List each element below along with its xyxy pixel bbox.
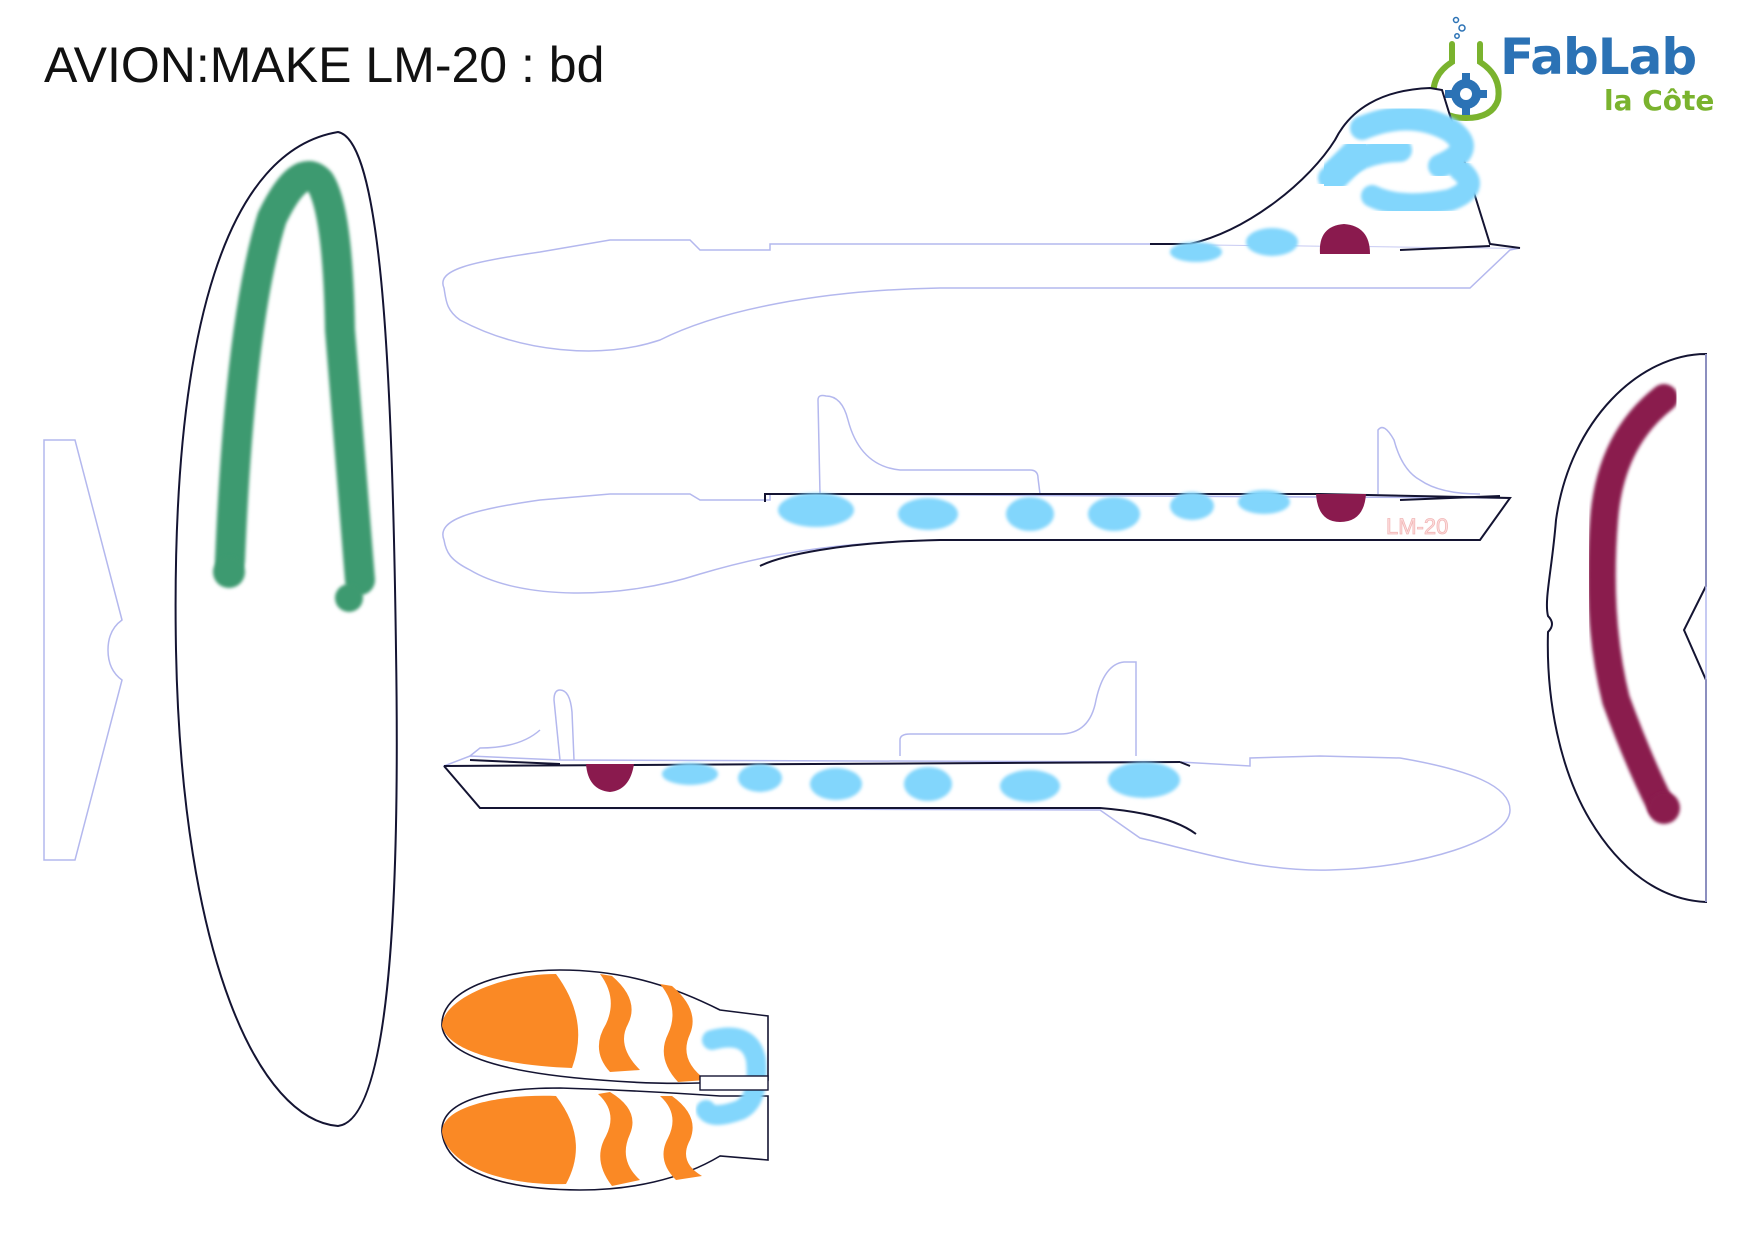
page-title: AVION:MAKE LM-20 : bd [44, 37, 605, 93]
fuselage-middle: LM-20 [442, 394, 1512, 594]
wing-green-dot [213, 556, 245, 588]
tail-piece [1545, 352, 1707, 904]
stabilizer-piece [43, 439, 123, 861]
wing-green-dot [335, 584, 363, 612]
flask-gear-icon [1430, 16, 1502, 122]
logo-text-sub: la Côte [1604, 84, 1715, 117]
fablab-logo: FabLab la Côte [1420, 14, 1720, 124]
tail-maroon-dot [1648, 792, 1680, 824]
fuselage-mark: LM-20 [1386, 514, 1448, 539]
wing-piece [174, 130, 398, 1128]
logo-text-main: FabLab [1500, 28, 1697, 86]
tail-maroon-stripe [1587, 384, 1678, 818]
fuselage-bottom [442, 661, 1511, 871]
fuselage-top [442, 86, 1521, 352]
wing-green-stripe [215, 161, 375, 595]
nose-halves [441, 969, 769, 1191]
